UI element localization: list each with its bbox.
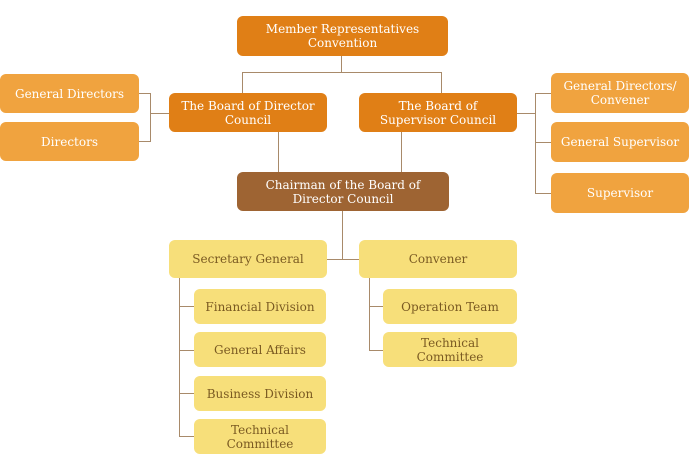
general-directors-label: General Directors	[14, 86, 125, 101]
operation-team-label: Operation Team	[401, 299, 499, 314]
directors-box: Directors	[0, 122, 139, 161]
connector-line	[535, 93, 536, 194]
supervisor-label: Supervisor	[586, 186, 654, 200]
general-directors-box: General Directors	[0, 74, 139, 113]
connector-line	[369, 278, 370, 351]
connector-line	[139, 93, 151, 94]
convener-box: Convener	[359, 240, 517, 278]
board-of-supervisor-council-label: The Board of Supervisor Council	[379, 98, 497, 127]
chairman-label: Chairman of the Board of Director Counci…	[265, 177, 421, 206]
connector-line	[342, 211, 343, 260]
financial-division-box: Financial Division	[194, 289, 326, 324]
connector-line	[326, 259, 360, 260]
connector-line	[278, 131, 279, 172]
chairman-box: Chairman of the Board of Director Counci…	[237, 172, 449, 211]
connector-line	[535, 93, 551, 94]
secretary-general-label: Secretary General	[192, 252, 304, 266]
connector-line	[341, 55, 342, 73]
convener-label: Convener	[408, 252, 468, 266]
general-affairs-box: General Affairs	[194, 332, 326, 367]
general-directors-convener-box: General Directors/ Convener	[551, 73, 689, 113]
board-of-supervisor-council-box: The Board of Supervisor Council	[359, 93, 517, 132]
technical-committee-label: Technical Committee	[226, 422, 294, 451]
secretary-general-box: Secretary General	[169, 240, 327, 278]
general-directors-convener-label: General Directors/ Convener	[563, 79, 677, 107]
general-supervisor-label: General Supervisor	[560, 135, 680, 149]
connector-line	[401, 131, 402, 172]
connector-line	[441, 72, 442, 94]
connector-line	[535, 193, 551, 194]
connector-line	[179, 350, 194, 351]
connector-line	[150, 93, 151, 142]
board-of-director-council-label: The Board of Director Council	[181, 98, 315, 127]
connector-line	[179, 393, 194, 394]
directors-label: Directors	[41, 134, 98, 149]
connector-line	[179, 278, 180, 437]
connector-line	[517, 113, 536, 114]
connector-line	[179, 436, 194, 437]
connector-line	[535, 142, 551, 143]
connector-line	[242, 72, 243, 94]
connector-line	[369, 350, 383, 351]
financial-division-label: Financial Division	[205, 299, 315, 314]
business-division-label: Business Division	[206, 386, 314, 401]
connector-line	[242, 72, 442, 73]
board-of-director-council-box: The Board of Director Council	[169, 93, 327, 132]
connector-line	[179, 306, 194, 307]
supervisor-box: Supervisor	[551, 173, 689, 213]
convener-technical-committee-box: Technical Committee	[383, 332, 517, 367]
connector-line	[139, 141, 151, 142]
member-representatives-convention-box: Member Representatives Convention	[237, 16, 448, 56]
business-division-box: Business Division	[194, 376, 326, 411]
general-affairs-label: General Affairs	[214, 342, 306, 357]
convener-technical-committee-label: Technical Committee	[416, 335, 484, 364]
general-supervisor-box: General Supervisor	[551, 122, 689, 162]
member-representatives-convention-label: Member Representatives Convention	[265, 22, 420, 50]
connector-line	[369, 306, 383, 307]
connector-line	[150, 113, 169, 114]
technical-committee-box: Technical Committee	[194, 419, 326, 454]
operation-team-box: Operation Team	[383, 289, 517, 324]
